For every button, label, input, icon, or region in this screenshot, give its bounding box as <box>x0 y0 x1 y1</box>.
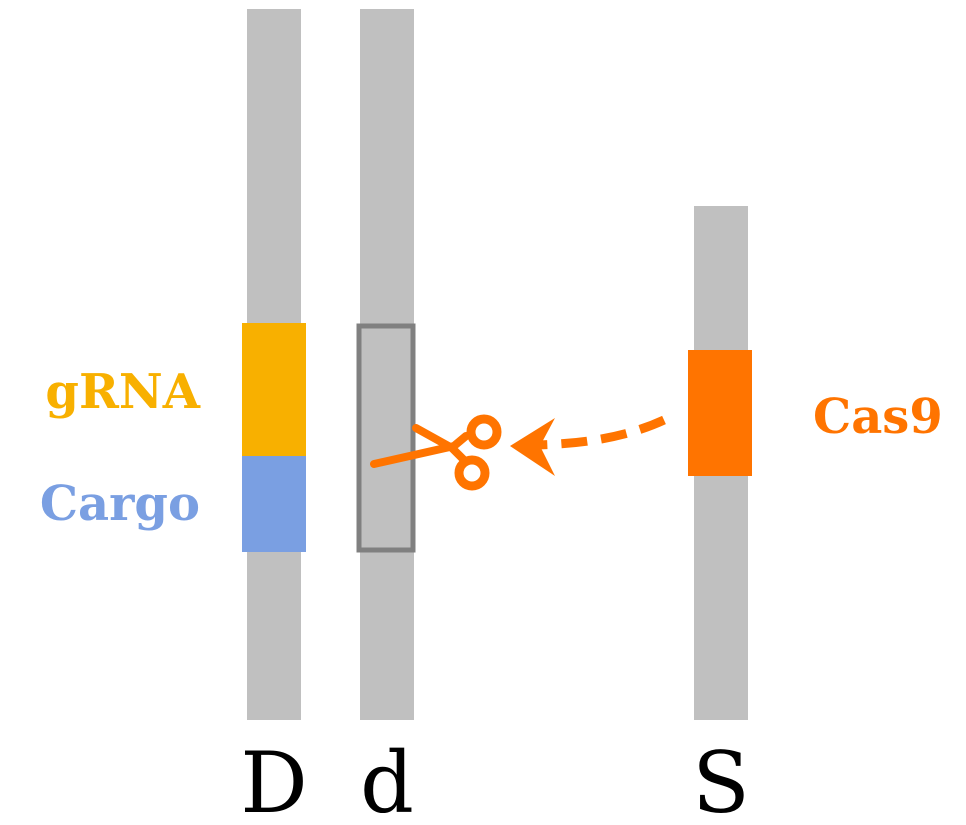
scissors-icon <box>370 414 502 491</box>
chromosome-d-upper-letter: D <box>240 734 307 825</box>
chromosome-d-upper <box>242 9 306 720</box>
grna-segment <box>242 323 306 456</box>
dashed-arrow-icon <box>510 415 666 476</box>
cargo-label: Cargo <box>40 476 200 532</box>
chromosome-d-lower-body <box>360 9 414 720</box>
grna-label: gRNA <box>45 364 200 420</box>
chromosome-s-letter: S <box>692 734 750 825</box>
target-site-outline <box>356 323 416 553</box>
chromosome-d-lower-letter: d <box>360 734 414 825</box>
dashed-arrow-shaft <box>525 415 666 450</box>
scissors-handle-top <box>466 414 502 450</box>
dashed-arrow-head <box>510 418 555 476</box>
scissors-handle-bottom <box>454 455 490 491</box>
scissors-blade-2 <box>412 424 470 466</box>
chromosome-s <box>688 206 752 720</box>
chromosome-d-lower <box>356 9 416 720</box>
cargo-segment <box>242 456 306 552</box>
cas9-segment <box>688 350 752 476</box>
cas9-label: Cas9 <box>813 389 943 445</box>
